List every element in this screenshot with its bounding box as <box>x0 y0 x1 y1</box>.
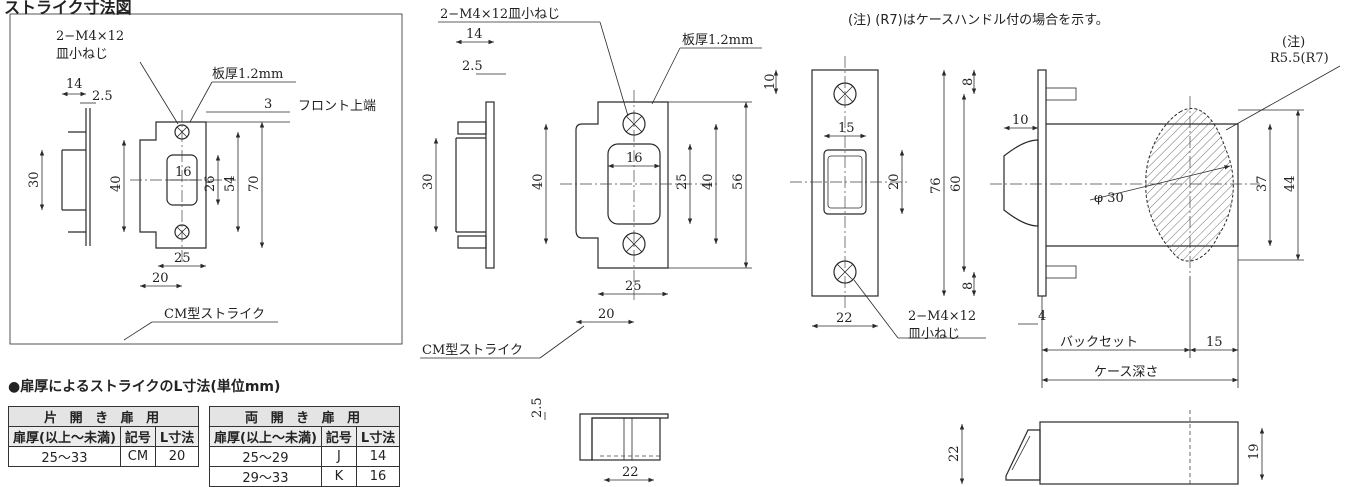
table-row: 25〜33 CM 20 <box>8 446 200 467</box>
cell-l-dim: 20 <box>154 446 200 467</box>
backset-label: バックセット <box>1060 335 1138 350</box>
l-table-double-door: 両 開 き 扉 用 扉厚(以上〜未満) 記号 L寸法 25〜29 J 14 29… <box>208 406 401 487</box>
cell-thickness: 25〜29 <box>209 446 322 467</box>
main-dim-40: 40 <box>531 173 546 190</box>
case-dim-44: 44 <box>1283 175 1298 192</box>
col-l-dim: L寸法 <box>154 426 200 447</box>
main-dim-20: 20 <box>598 307 615 322</box>
inset-dim-54: 54 <box>223 175 238 192</box>
l-table-single-door: 片 開 き 扉 用 扉厚(以上〜未満) 記号 L寸法 25〜33 CM 20 <box>7 406 200 467</box>
col-thickness: 扉厚(以上〜未満) <box>8 426 121 447</box>
case-handle-note: (注) (R7)はケースハンドル付の場合を示す。 <box>848 13 1109 28</box>
cell-l-dim: 16 <box>355 466 401 487</box>
front-screw-type: 皿小ねじ <box>908 327 960 342</box>
case-dim-10: 10 <box>1012 113 1029 128</box>
main-dim-56: 56 <box>731 173 746 190</box>
inset-frame <box>9 13 403 345</box>
cell-code: J <box>320 446 357 467</box>
main-screw-label: 2−M4×12皿小ねじ <box>440 7 560 22</box>
inset-dim-25: 25 <box>174 251 191 266</box>
case-radius-label: R5.5(R7) <box>1270 51 1329 66</box>
case-dim-37: 37 <box>1255 175 1270 192</box>
latch-dim-22: 22 <box>947 445 962 462</box>
main-strike-plate <box>575 101 669 269</box>
lock-case: 8 8 76 60 10 φ 30 37 44 4 バックセット 15 ケース深… <box>929 35 1341 388</box>
case-note-label: (注) <box>1282 35 1305 50</box>
inset-dim-3: 3 <box>264 97 272 112</box>
main-dim-30: 30 <box>421 173 436 190</box>
case-dim-60: 60 <box>949 175 964 192</box>
l-table-title: ●扉厚によるストライクのL寸法(単位mm) <box>8 379 281 395</box>
strike-bottom: 2.5 22 <box>530 397 669 483</box>
bottom-dim-2-5: 2.5 <box>530 397 545 418</box>
strike-main: 30 14 2.5 40 16 25 40 56 25 20 2−M4×12皿小… <box>420 7 762 359</box>
inset-plate-thickness: 板厚1.2mm <box>212 67 283 82</box>
case-body <box>1046 123 1239 247</box>
main-dim-25b: 25 <box>625 279 642 294</box>
front-dim-20: 20 <box>887 173 902 190</box>
case-dim-phi30: φ 30 <box>1094 191 1124 206</box>
inset-screw-spec: 2−M4×12 <box>56 29 124 44</box>
cell-thickness: 25〜33 <box>8 446 121 467</box>
main-caption: CM型ストライク <box>422 343 523 358</box>
inset-screw-type: 皿小ねじ <box>56 47 108 62</box>
case-depth-label: ケース深さ <box>1094 365 1158 380</box>
main-dim-2-5: 2.5 <box>462 59 483 74</box>
front-dim-15: 15 <box>838 121 855 136</box>
page-title: ストライク寸法図 <box>4 0 132 17</box>
double-door-group: 両 開 き 扉 用 <box>208 406 401 427</box>
single-door-group: 片 開 き 扉 用 <box>7 406 200 427</box>
cell-code: K <box>320 466 357 487</box>
table-row: 25〜29 J 14 <box>209 446 401 467</box>
latch-bottom-case <box>1039 421 1239 485</box>
inset-dim-70: 70 <box>247 175 262 192</box>
front-top-label: フロント上端 <box>298 99 376 114</box>
col-l-dim: L寸法 <box>355 426 401 447</box>
handle-cross-section <box>1145 108 1234 262</box>
cell-l-dim: 14 <box>355 446 401 467</box>
latch-dim-19: 19 <box>1247 443 1262 460</box>
inset-dim-16: 16 <box>175 165 192 180</box>
front-screw-spec: 2−M4×12 <box>908 309 976 324</box>
case-dim-8a: 8 <box>961 78 976 86</box>
inset-dim-40: 40 <box>109 175 124 192</box>
table-row: 29〜33 K 16 <box>209 466 401 487</box>
cell-thickness: 29〜33 <box>209 466 322 487</box>
inset-dim-14: 14 <box>66 77 83 92</box>
case-dim-15: 15 <box>1206 335 1223 350</box>
main-plate-thickness: 板厚1.2mm <box>682 33 753 48</box>
case-dim-8b: 8 <box>961 282 976 290</box>
bottom-dim-22: 22 <box>622 465 639 480</box>
front-plate: 10 15 20 22 2−M4×12 皿小ねじ <box>763 56 986 342</box>
cell-code: CM <box>119 446 156 467</box>
inset-dim-20: 20 <box>152 271 169 286</box>
inset-dim-26: 26 <box>203 175 218 192</box>
inset-dim-2-5: 2.5 <box>92 89 113 104</box>
latch-bolt <box>1003 139 1039 227</box>
inset-strike-plate <box>139 121 207 249</box>
inset-dim-30: 30 <box>27 171 42 188</box>
strike-inset: 14 2.5 30 40 16 26 54 70 3 フロント上端 25 20 … <box>9 13 403 345</box>
main-dim-25: 25 <box>675 173 690 190</box>
col-code: 記号 <box>119 426 156 447</box>
col-code: 記号 <box>320 426 357 447</box>
inset-caption: CM型ストライク <box>164 307 265 322</box>
main-dim-16: 16 <box>626 151 643 166</box>
main-dim-40b: 40 <box>701 173 716 190</box>
latch-bottom: 22 19 <box>947 410 1265 487</box>
front-dim-22: 22 <box>836 311 853 326</box>
col-thickness: 扉厚(以上〜未満) <box>209 426 322 447</box>
case-dim-76: 76 <box>929 177 944 194</box>
main-dim-14: 14 <box>466 27 483 42</box>
front-dim-10: 10 <box>763 73 778 90</box>
